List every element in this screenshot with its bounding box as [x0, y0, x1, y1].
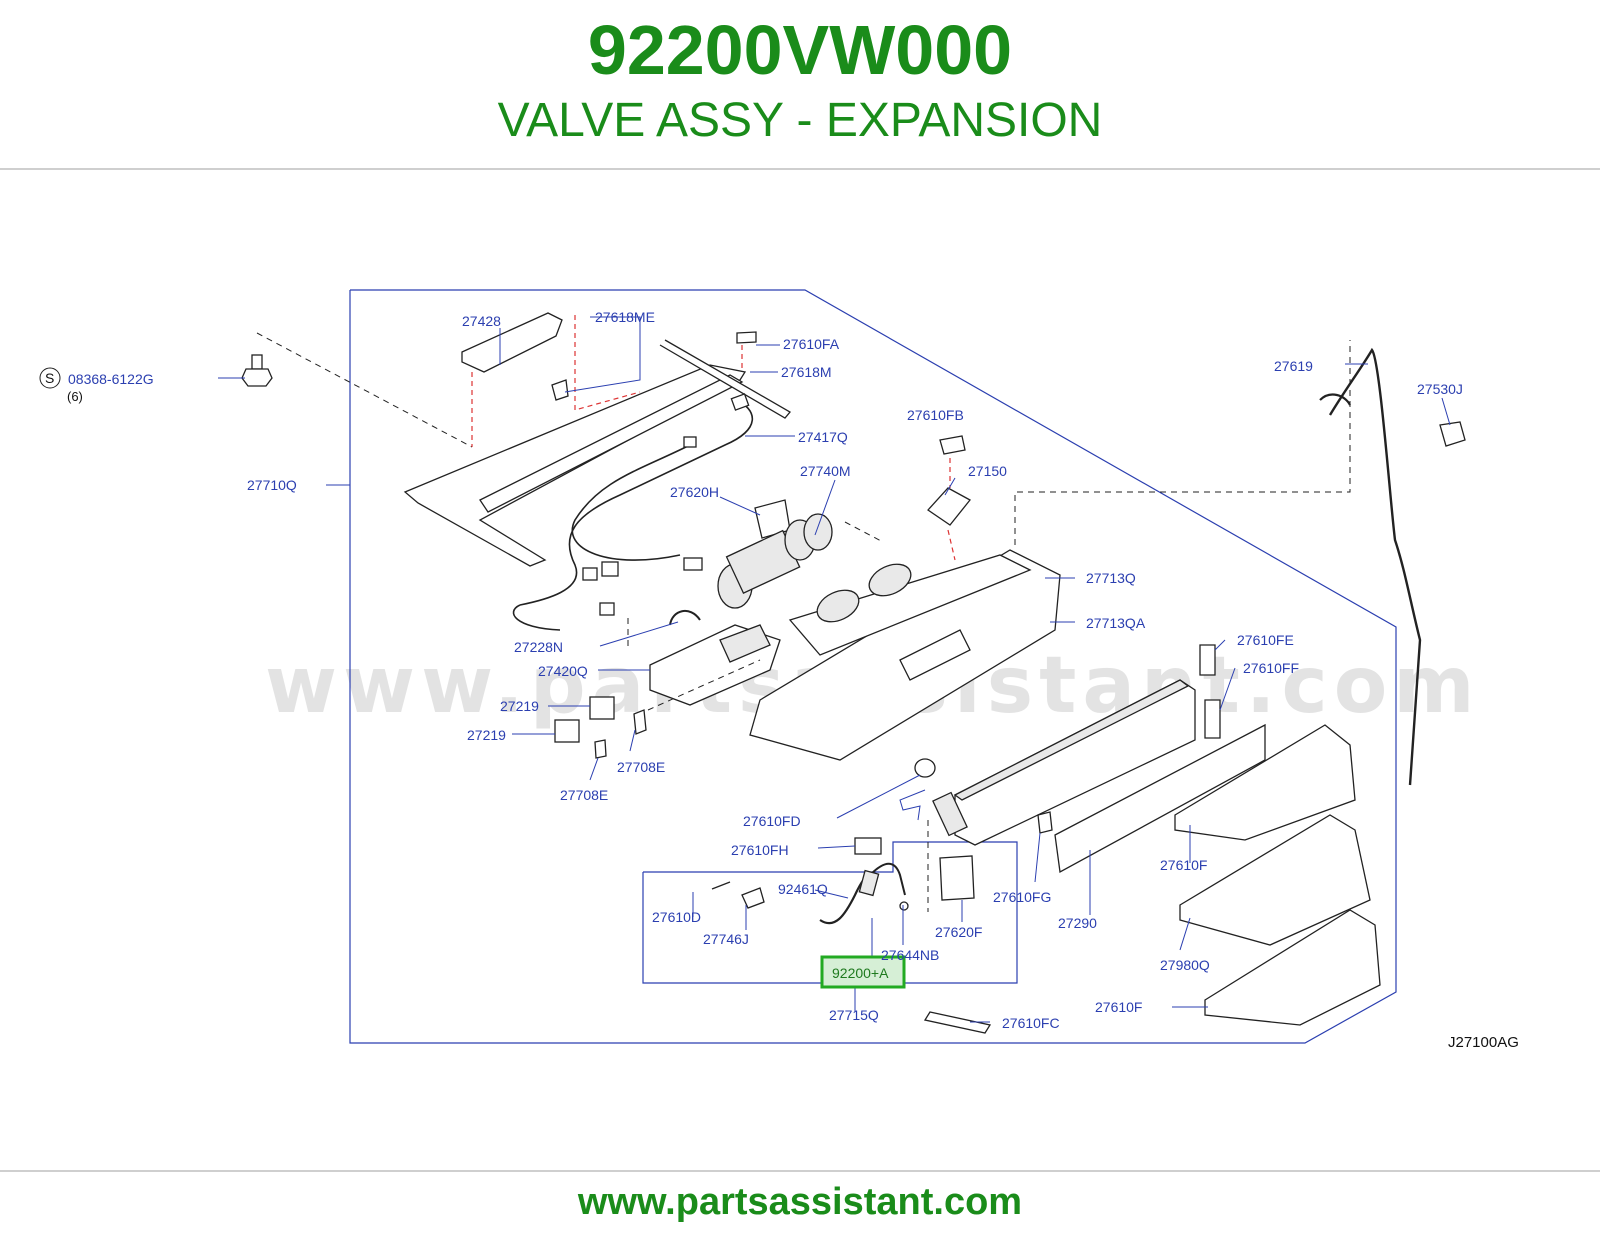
label-27610FE: 27610FE [1237, 632, 1294, 648]
label-27619: 27619 [1274, 358, 1313, 374]
label-27610F-lower: 27610F [1095, 999, 1142, 1015]
label-27740M: 27740M [800, 463, 851, 479]
label-27290: 27290 [1058, 915, 1097, 931]
footer-url[interactable]: www.partsassistant.com [577, 1181, 1023, 1223]
drain-hose-27619 [1328, 347, 1422, 786]
part-number-title: 92200VW000 [587, 11, 1013, 89]
clip-27618ME [551, 379, 569, 401]
hose-27228N [669, 610, 701, 626]
label-27620F: 27620F [935, 924, 982, 940]
label-27530J: 27530J [1417, 381, 1463, 397]
screw-symbol-circle [39, 367, 61, 389]
bracket-27746J [741, 887, 765, 909]
screw-symbol: S [45, 370, 54, 386]
block-27610FH [854, 837, 882, 855]
assembly-frame [349, 289, 1397, 1044]
sub-assembly-frame [642, 841, 1018, 984]
label-27610FF: 27610FF [1243, 660, 1299, 676]
label-27420Q: 27420Q [538, 663, 588, 679]
label-27708E-right: 27708E [617, 759, 665, 775]
label-27610FA: 27610FA [783, 336, 840, 352]
case-27610F-upper [1174, 724, 1356, 841]
rail-inner [479, 374, 744, 513]
label-27150: 27150 [968, 463, 1007, 479]
screw-quantity: (6) [67, 389, 83, 404]
case-27980Q [1179, 814, 1371, 946]
footer-divider [0, 1170, 1600, 1172]
clip-27708E-left [594, 739, 607, 759]
evaporator-core [932, 679, 1196, 846]
label-27610FH: 27610FH [731, 842, 789, 858]
label-27644NB: 27644NB [881, 947, 939, 963]
pad-27610FC [923, 1011, 992, 1034]
screw-dash-line [256, 332, 473, 448]
label-92200A-highlighted: 92200+A [832, 965, 889, 981]
drain-dash-line [1014, 340, 1351, 545]
pad-27610FF [1204, 699, 1221, 739]
label-27610FG: 27610FG [993, 889, 1051, 905]
pad-27610FE [1199, 644, 1216, 676]
label-27610FD: 27610FD [743, 813, 801, 829]
cover-27290 [1054, 723, 1266, 874]
label-27713QA: 27713QA [1086, 615, 1146, 631]
part-name-subtitle: VALVE ASSY - EXPANSION [497, 94, 1103, 147]
pad-27610FB [939, 435, 966, 455]
case-27610F-lower [1204, 909, 1381, 1026]
pad-27610FG [1037, 811, 1053, 834]
label-27610F-upper: 27610F [1160, 857, 1207, 873]
expansion-valve-92200A [819, 862, 909, 925]
label-27746J: 27746J [703, 931, 749, 947]
label-27620H: 27620H [670, 484, 719, 500]
label-27417Q: 27417Q [798, 429, 848, 445]
clip-27530J [1439, 421, 1466, 447]
blower-motor-27740M [717, 499, 833, 609]
label-27228N: 27228N [514, 639, 563, 655]
blower-housing-27713Q [749, 549, 1061, 761]
label-27219-lower: 27219 [467, 727, 506, 743]
relay-27219-lower [554, 719, 580, 743]
highlight-box-92200A [820, 955, 906, 989]
label-27980Q: 27980Q [1160, 957, 1210, 973]
filter-27620F [939, 855, 975, 901]
pad-27610FA [736, 331, 757, 344]
bracket-27428 [461, 312, 563, 373]
screw-27610D [711, 881, 731, 890]
label-27713Q: 27713Q [1086, 570, 1136, 586]
label-27710Q: 27710Q [247, 477, 297, 493]
label-27610FB: 27610FB [907, 407, 964, 423]
label-27428: 27428 [462, 313, 501, 329]
grommet-27610FD [914, 758, 936, 778]
label-08368-6122G: 08368-6122G [68, 371, 154, 387]
label-27708E-left: 27708E [560, 787, 608, 803]
label-27618M: 27618M [781, 364, 832, 380]
header-divider [0, 168, 1600, 170]
label-92461Q: 92461Q [778, 881, 828, 897]
label-27715Q: 27715Q [829, 1007, 879, 1023]
rail-side-bar [659, 339, 791, 419]
harness-27417Q [519, 397, 754, 606]
diagram-code: J27100AG [1448, 1034, 1519, 1051]
resistor-27150 [927, 487, 971, 526]
label-27610FC: 27610FC [1002, 1015, 1060, 1031]
clip-27708E-right [633, 709, 647, 735]
label-27219-upper: 27219 [500, 698, 539, 714]
screw-icon [241, 354, 273, 387]
relay-27219-upper [589, 696, 615, 720]
label-27610D: 27610D [652, 909, 701, 925]
label-27618ME: 27618ME [595, 309, 655, 325]
